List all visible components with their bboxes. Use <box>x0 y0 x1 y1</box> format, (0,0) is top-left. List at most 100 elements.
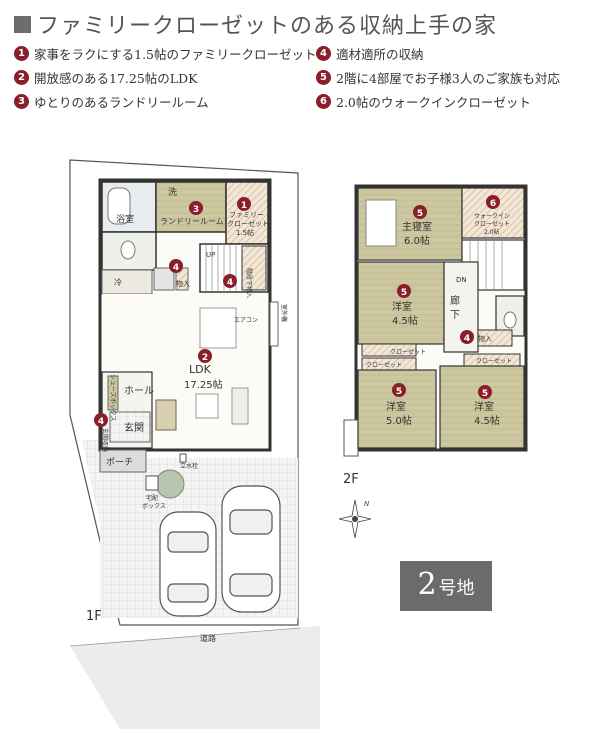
shrub-icon <box>155 469 185 499</box>
western-a-size: 4.5帖 <box>392 314 418 327</box>
faucet-icon <box>179 453 187 463</box>
page-title: ファミリークローゼットのある収納上手の家 <box>37 14 498 39</box>
laundry-label: ランドリールーム <box>160 217 224 226</box>
storage-2f-label: 物入 <box>478 334 492 343</box>
porch-label: ポーチ <box>106 457 133 468</box>
fridge-label: 冷 <box>114 277 122 287</box>
svg-text:1: 1 <box>241 201 247 211</box>
storage-2f <box>477 329 513 347</box>
marker-5b-2f: 5 <box>397 284 411 298</box>
car-2-icon <box>221 485 281 613</box>
car-1-icon <box>159 511 217 617</box>
shoe-box <box>107 375 119 411</box>
bath-label: 浴室 <box>116 213 134 225</box>
faucet-label: 立水栓 <box>180 462 198 470</box>
svg-text:4: 4 <box>227 278 233 288</box>
lot-number-badge: 2 号地 <box>400 561 492 611</box>
western-a-label: 洋室 <box>392 300 412 313</box>
feature-item: 2 開放感のある17.25帖のLDK <box>14 68 197 87</box>
western-c-label: 洋室 <box>474 400 494 413</box>
wash-label: 洗 <box>168 186 177 198</box>
master-size-label: 6.0帖 <box>404 234 430 247</box>
marker-4b-1f: 4 <box>223 274 237 288</box>
compass-icon: N <box>338 499 372 539</box>
entrance-storage-label: 玄関収納 <box>101 428 109 452</box>
feature-text: 適材適所の収納 <box>336 47 424 62</box>
svg-text:4: 4 <box>173 263 179 273</box>
feature-number-badge: 2 <box>14 70 29 85</box>
marker-2-1f: 2 <box>198 349 212 363</box>
western-room-c <box>439 365 525 449</box>
header: ファミリークローゼットのある収納上手の家 <box>14 8 497 40</box>
bathtub-icon <box>107 187 131 225</box>
marker-3-1f: 3 <box>189 201 203 215</box>
marker-4-2f: 4 <box>460 330 474 344</box>
closet-c-label: クローゼット <box>476 357 512 365</box>
shoes-box-label: シューズボックス <box>109 374 117 422</box>
ldk-size-label: 17.25帖 <box>184 378 223 391</box>
feature-item: 5 2階に4部屋でお子様3人のご家族も対応 <box>316 68 560 87</box>
master-label: 主寝室 <box>402 220 432 233</box>
family-closet-label-1: ファミリー <box>229 211 264 219</box>
porch <box>99 449 147 473</box>
western-room-b <box>357 369 437 449</box>
entrance-storage-wood <box>155 399 177 431</box>
wic-label-1: ウォークイン <box>474 212 510 220</box>
up-label: UP <box>206 251 215 259</box>
feature-number-badge: 6 <box>316 94 331 109</box>
feature-number-badge: 5 <box>316 70 331 85</box>
floor2-plan: 主寝室 6.0帖 ウォークイン クローゼット 2.0帖 DN 廊 下 洋室 4.… <box>343 184 528 457</box>
hall-label: ホール <box>124 385 154 397</box>
svg-text:5: 5 <box>482 389 488 399</box>
marker-5a-2f: 5 <box>413 205 427 219</box>
toilet-icon <box>120 240 136 260</box>
stair-storage <box>241 245 267 291</box>
western-b-size: 5.0帖 <box>386 414 412 427</box>
road-area <box>70 626 320 729</box>
lot-suffix: 号地 <box>438 578 475 599</box>
title-square-icon <box>14 15 31 33</box>
marker-1-1f: 1 <box>237 197 251 211</box>
closet-a-label: クローゼット <box>390 348 426 356</box>
marker-6-2f: 6 <box>486 195 500 209</box>
family-closet-label-2: クローゼット <box>227 219 269 228</box>
delivery-box-icon <box>145 475 159 491</box>
feature-text: ゆとりのあるランドリールーム <box>34 95 209 110</box>
marker-4c-1f: 4 <box>94 413 108 427</box>
svg-text:2: 2 <box>202 353 208 363</box>
feature-number-badge: 3 <box>14 94 29 109</box>
outdoor-unit <box>269 301 279 347</box>
svg-text:3: 3 <box>193 205 199 215</box>
feature-item: 1 家事をラクにする1.5帖のファミリークローゼット <box>14 44 317 63</box>
family-closet-label-3: 1.5帖 <box>236 228 254 237</box>
svg-text:5: 5 <box>396 387 402 397</box>
balcony <box>343 419 359 457</box>
floor-2-label: 2F <box>343 472 359 487</box>
marker-4a-1f: 4 <box>169 259 183 273</box>
sofa-icon <box>231 387 249 425</box>
bed-icon <box>365 199 397 247</box>
aircon-label: エアコン <box>234 317 258 324</box>
compass-north-label: N <box>364 500 370 508</box>
coffee-table <box>195 393 219 419</box>
wic-label-3: 2.0帖 <box>484 228 500 236</box>
svg-text:4: 4 <box>98 417 104 427</box>
closet-a <box>361 343 417 357</box>
western-c-size: 4.5帖 <box>474 414 500 427</box>
floor-1-label: 1F <box>86 609 102 624</box>
feature-number-badge: 1 <box>14 46 29 61</box>
marker-5c-2f: 5 <box>392 383 406 397</box>
toilet-icon-2f <box>503 311 517 329</box>
wic-label-2: クローゼット <box>474 220 510 228</box>
floor1-plan: 浴室 洗 ランドリールーム ファミリー クローゼット 1.5帖 冷 物入 階段下… <box>69 159 320 729</box>
fridge-area <box>101 269 153 295</box>
entrance <box>109 411 151 443</box>
toilet-room <box>101 231 157 271</box>
svg-text:5: 5 <box>401 288 407 298</box>
pantry <box>153 267 175 291</box>
hallway-label-2: 下 <box>450 310 460 321</box>
storage-1-label: 物入 <box>176 279 190 288</box>
svg-text:5: 5 <box>417 209 423 219</box>
feature-item: 4 適材適所の収納 <box>316 44 424 63</box>
